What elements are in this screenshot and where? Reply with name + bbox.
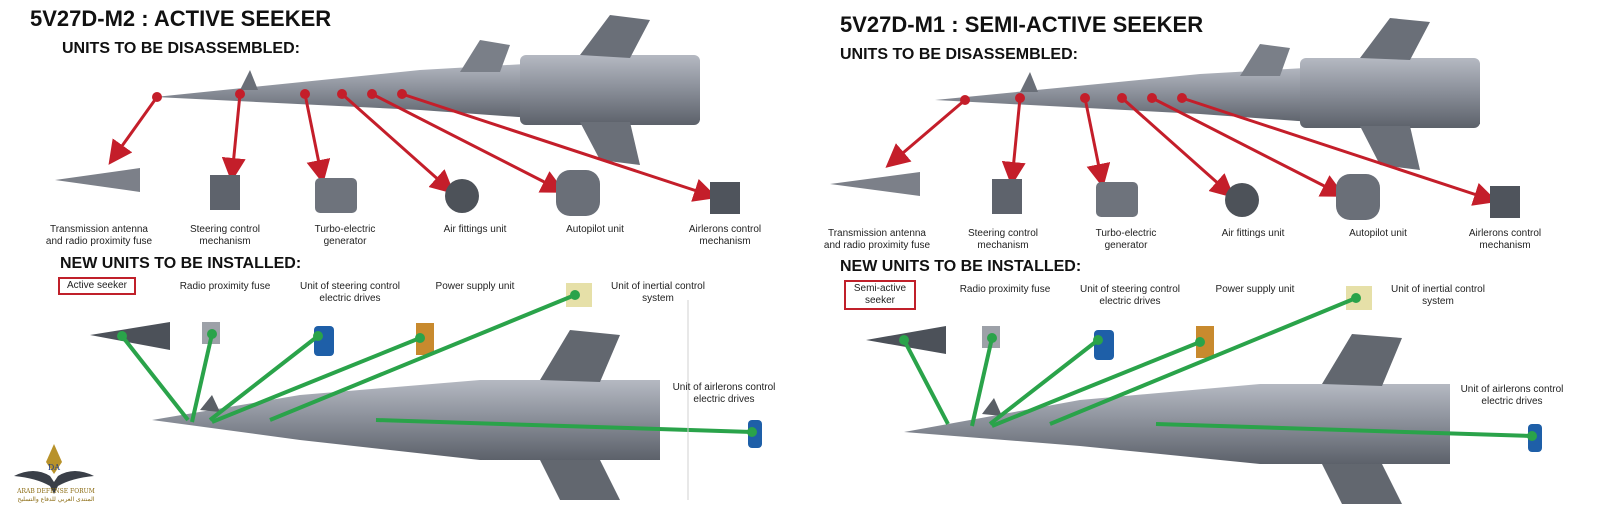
label-steering-drives: Unit of steering control electric drives [1079,284,1181,307]
disassemble-arrows [108,92,718,202]
label-air-fittings: Air fittings unit [443,224,507,235]
steering-drives-part [314,326,334,356]
antenna-nose-part [55,168,140,192]
label-ailerons-mechanism: Airlerons control mechanism [1468,228,1542,251]
panel-semi-active-seeker: 5V27D-M1 : SEMI-ACTIVE SEEKER UNITS TO B… [800,0,1600,512]
diagram-art-right [830,18,1542,504]
label-ailerons-drives: Unit of airlerons control electric drive… [1460,384,1564,407]
antenna-nose-part [830,172,920,196]
autopilot-part [1336,174,1380,220]
label-steering-mechanism: Steering control mechanism [189,224,261,247]
label-ailerons-drives: Unit of airlerons control electric drive… [672,382,776,405]
section-disassembled: UNITS TO BE DISASSEMBLED: [840,46,1078,63]
label-autopilot: Autopilot unit [1349,228,1407,239]
label-transmission-antenna: Transmission antenna and radio proximity… [823,228,931,251]
missile-top [155,15,700,165]
air-fittings-part [1225,183,1259,217]
label-seeker-highlight: Active seeker [58,277,136,295]
missile-top [935,18,1480,170]
seeker-part [90,322,170,350]
air-fittings-part [445,179,479,213]
label-inertial-unit: Unit of inertial control system [1391,284,1485,307]
forum-logo: DA [14,444,94,494]
label-power-supply: Power supply unit [435,281,515,292]
autopilot-part [556,170,600,216]
watermark-line1: ARAB DEFENSE FORUM [17,488,95,495]
label-radio-fuse: Radio proximity fuse [959,284,1051,295]
install-lines [902,296,1533,438]
label-steering-drives: Unit of steering control electric drives [299,281,401,304]
steering-mechanism-part [992,179,1022,214]
steering-mechanism-part [210,175,240,210]
generator-part [1096,182,1138,217]
svg-text:DA: DA [48,463,60,472]
label-autopilot: Autopilot unit [566,224,624,235]
generator-part [315,178,357,213]
label-radio-fuse: Radio proximity fuse [179,281,271,292]
label-air-fittings: Air fittings unit [1221,228,1285,239]
panel-title: 5V27D-M1 : SEMI-ACTIVE SEEKER [840,12,1204,37]
label-turbo-generator: Turbo-electric generator [314,224,376,247]
panel-title: 5V27D-M2 : ACTIVE SEEKER [30,6,332,31]
panel-active-seeker: 5V27D-M2 : ACTIVE SEEKER UNITS TO BE DIS… [14,6,776,503]
diagram-art-left [55,15,762,500]
install-lines [120,293,753,434]
label-inertial-unit: Unit of inertial control system [611,281,705,304]
label-seeker-highlight: Semi-active seeker [844,280,916,310]
label-transmission-antenna: Transmission antenna and radio proximity… [45,224,153,247]
section-new-units: NEW UNITS TO BE INSTALLED: [60,255,302,272]
watermark-line2: المنتدى العربي للدفاع والتسليح [17,496,95,503]
label-steering-mechanism: Steering control mechanism [967,228,1039,251]
ailerons-mechanism-part [1490,186,1520,218]
section-disassembled: UNITS TO BE DISASSEMBLED: [62,40,300,57]
label-power-supply: Power supply unit [1215,284,1295,295]
disassemble-arrows [885,96,1498,206]
section-new-units: NEW UNITS TO BE INSTALLED: [840,258,1082,275]
ailerons-mechanism-part [710,182,740,214]
label-turbo-generator: Turbo-electric generator [1095,228,1157,251]
steering-drives-part [1094,330,1114,360]
power-supply-part [416,323,434,355]
label-ailerons-mechanism: Airlerons control mechanism [688,224,762,247]
